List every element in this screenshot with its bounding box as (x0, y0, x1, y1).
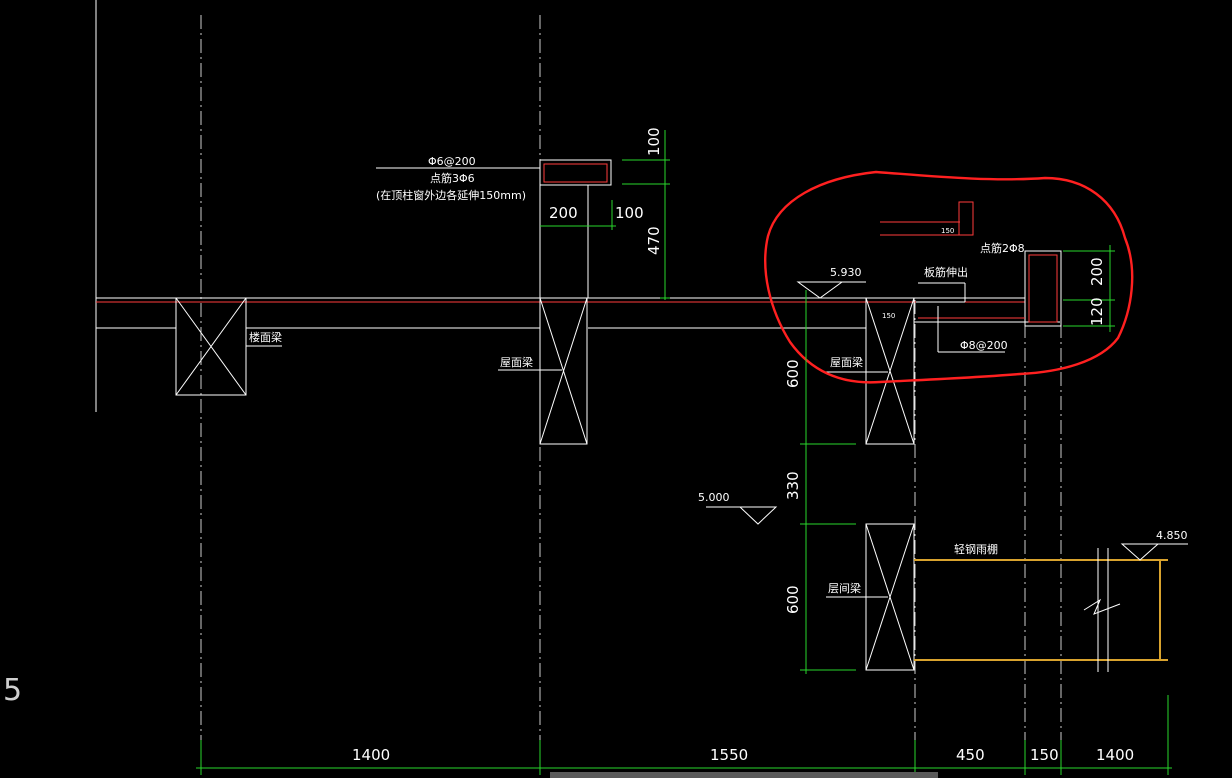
dim-150-cantilever: 150 (882, 312, 895, 320)
beam-3 (865, 297, 915, 445)
dim-470: 470 (645, 226, 663, 255)
gutter-label: 轻钢雨棚 (954, 542, 998, 556)
rebar-detail (880, 201, 974, 236)
cantilever-slab (914, 250, 1062, 353)
dim-200-parapet: 200 (549, 204, 578, 222)
dim-100-parapet: 100 (615, 204, 644, 222)
anchor-bars-top: 点筋3Φ6 (430, 171, 475, 185)
elevation-mid: 5.000 (698, 491, 730, 504)
beam-label-3: 屋面梁 (830, 355, 863, 369)
dim-200-right: 200 (1088, 257, 1106, 286)
axis-lines (200, 15, 1062, 765)
elevation-top-marker (796, 281, 866, 299)
beam-label-1: 楼面梁 (249, 330, 282, 344)
parapet-upper (539, 159, 612, 298)
beam-label-4: 层间梁 (828, 581, 861, 595)
elevation-right-marker (1120, 543, 1188, 561)
bottom-scrollbar[interactable] (550, 772, 938, 778)
dim-330: 330 (784, 471, 802, 500)
beam-label-2: 屋面梁 (500, 355, 533, 369)
vertical-dim-chain (800, 290, 856, 674)
column-1 (175, 297, 247, 396)
anchor-bars-right: 点筋2Φ8 (980, 241, 1025, 255)
detail-150: 150 (941, 227, 954, 235)
elevation-right: 4.850 (1156, 529, 1188, 542)
dim-600-upper: 600 (784, 359, 802, 388)
edge-mark: 5 (3, 673, 22, 708)
revision-cloud (764, 170, 1134, 384)
bottom-dim-1550: 1550 (710, 746, 748, 764)
beam-2 (539, 297, 588, 445)
bottom-dim-1400-right: 1400 (1096, 746, 1134, 764)
rebar-spacing-top: Φ6@200 (428, 155, 476, 168)
slab-extend-label: 板筋伸出 (924, 265, 968, 279)
bottom-dim-450: 450 (956, 746, 985, 764)
dim-100-vertical: 100 (645, 127, 663, 156)
steel-canopy (914, 548, 1168, 672)
stirrup-right: Φ8@200 (960, 339, 1008, 352)
parapet-dims (540, 130, 670, 300)
extend-note: (在顶柱窗外边各延伸150mm) (376, 188, 526, 202)
dim-600-lower: 600 (784, 585, 802, 614)
elevation-top: 5.930 (830, 266, 862, 279)
elevation-mid-marker (706, 506, 778, 525)
bottom-dim-1400-left: 1400 (352, 746, 390, 764)
bottom-dim-150: 150 (1030, 746, 1059, 764)
dim-120-right: 120 (1088, 297, 1106, 326)
bottom-dim-line (196, 695, 1172, 775)
cantilever-dims (1063, 245, 1115, 332)
